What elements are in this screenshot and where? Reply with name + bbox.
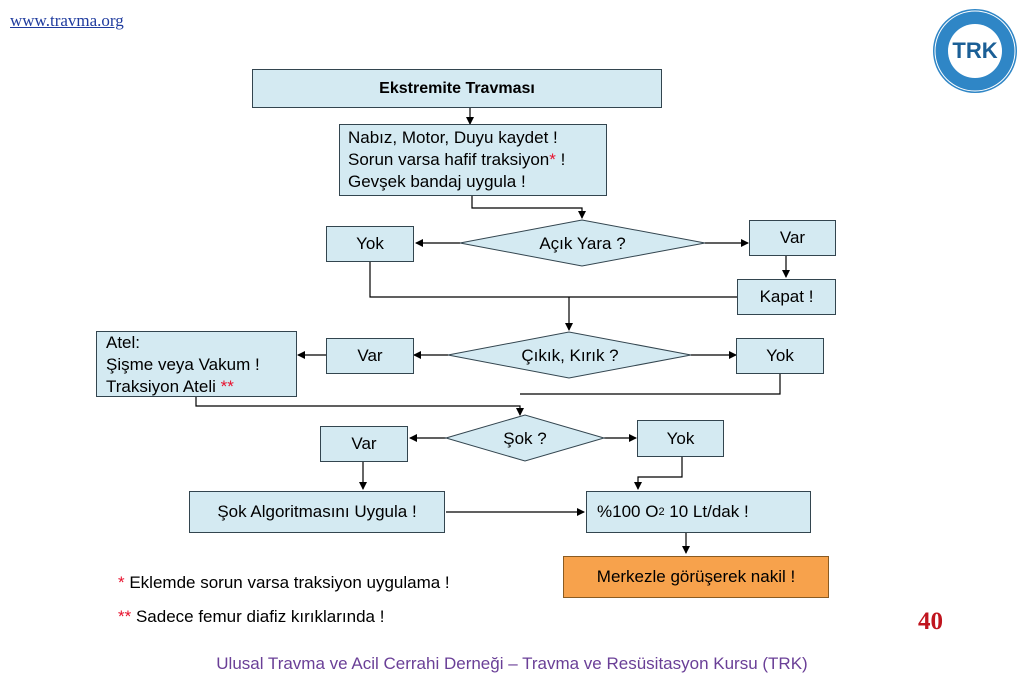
oxygen-prefix: %100 O [597, 502, 659, 521]
transfer-box: Merkezle görüşerek nakil ! [563, 556, 829, 598]
shock-algorithm-box: Şok Algoritmasını Uygula ! [189, 491, 445, 533]
open-wound-question: Açık Yara ? [539, 234, 626, 253]
decision-open-wound [459, 219, 706, 267]
oxygen-suffix: 10 Lt/dak ! [664, 502, 749, 521]
open-wound-no-box: Yok [326, 226, 414, 262]
footnote-1: * Eklemde sorun varsa traksiyon uygulama… [118, 573, 450, 593]
footnote-star-marker: * [549, 150, 556, 169]
shock-yes-box: Var [320, 426, 408, 462]
oxygen-subscript: 2 [658, 506, 665, 518]
shock-no-box: Yok [637, 420, 724, 457]
fracture-yes-box: Var [326, 338, 414, 374]
footnote-1-text: Eklemde sorun varsa traksiyon uygulama ! [124, 573, 450, 592]
footer-text: Ulusal Travma ve Acil Cerrahi Derneği – … [216, 654, 808, 673]
splint-label: Atel: [106, 333, 141, 352]
step-traction: Sorun varsa hafif traksiyon [348, 150, 550, 169]
step-record: Nabız, Motor, Duyu kaydet ! [348, 128, 558, 147]
title-box: Ekstremite Travması [252, 69, 662, 108]
step-bandage: Gevşek bandaj uygula ! [348, 172, 526, 191]
close-wound-box: Kapat ! [737, 279, 836, 315]
fracture-no-box: Yok [736, 338, 824, 374]
initial-steps-box: Nabız, Motor, Duyu kaydet ! Sorun varsa … [339, 124, 607, 196]
logo-abbrev: TRK [952, 38, 997, 63]
footnote-1-mark: * [118, 573, 125, 592]
website-link[interactable]: www.travma.org [10, 11, 124, 30]
decision-dislocation-fracture [447, 331, 692, 379]
splint-vacuum: Şişme veya Vakum ! [106, 355, 260, 374]
footnote-2-text: Sadece femur diafiz kırıklarında ! [131, 607, 385, 626]
decision-shock [444, 414, 606, 462]
splint-traction: Traksiyon Ateli [106, 377, 216, 396]
shock-question: Şok ? [503, 429, 547, 448]
open-wound-yes-box: Var [749, 220, 836, 256]
title-text: Ekstremite Travması [379, 79, 535, 97]
page-number: 40 [918, 608, 943, 635]
step-traction-end: ! [560, 150, 566, 169]
footnote-2: ** Sadece femur diafiz kırıklarında ! [118, 607, 384, 627]
trk-logo: TRK [933, 9, 1017, 93]
footnote-2-mark: ** [118, 607, 132, 626]
splint-box: Atel: Şişme veya Vakum ! Traksiyon Ateli… [96, 331, 297, 397]
footnote-double-star-marker: ** [220, 377, 234, 396]
fracture-question: Çıkık, Kırık ? [521, 346, 619, 365]
